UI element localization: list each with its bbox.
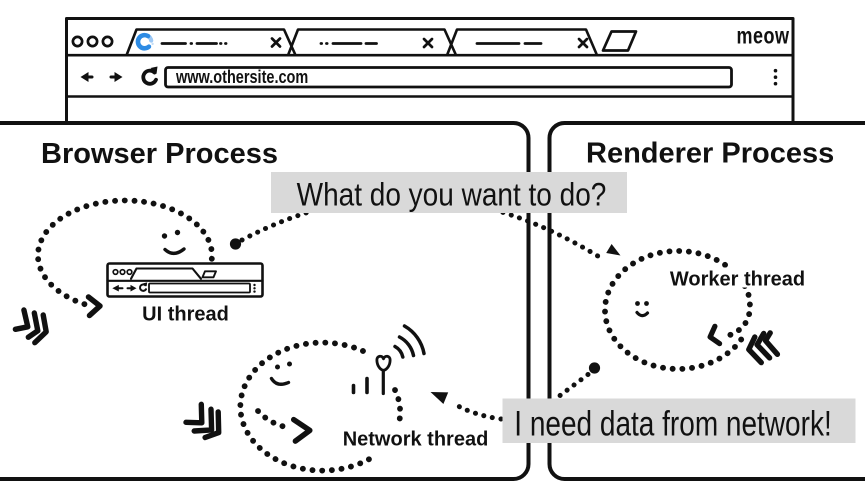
svg-text:Worker thread: Worker thread — [670, 269, 805, 291]
svg-text:Renderer Process: Renderer Process — [586, 138, 834, 170]
svg-text:I need data from network!: I need data from network! — [514, 403, 831, 443]
svg-text:meow: meow — [737, 23, 790, 49]
svg-text:What do you want to do?: What do you want to do? — [297, 176, 607, 213]
svg-text:www.othersite.com: www.othersite.com — [175, 66, 308, 87]
svg-text:UI thread: UI thread — [142, 304, 229, 326]
svg-text:Browser Process: Browser Process — [41, 138, 278, 170]
svg-text:Network thread: Network thread — [343, 429, 489, 451]
